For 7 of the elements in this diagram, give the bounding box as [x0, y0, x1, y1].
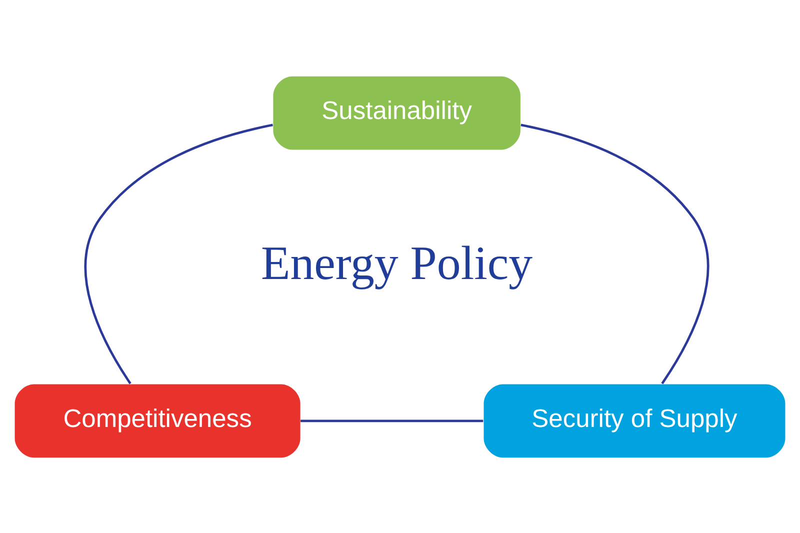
connector [520, 123, 710, 384]
node-box: Competitiveness [14, 384, 300, 458]
connector [300, 419, 484, 422]
connector [84, 123, 273, 384]
node-box: Sustainability [273, 76, 520, 150]
node-box: Security of Supply [484, 384, 786, 458]
label: Energy Policy [261, 236, 533, 290]
